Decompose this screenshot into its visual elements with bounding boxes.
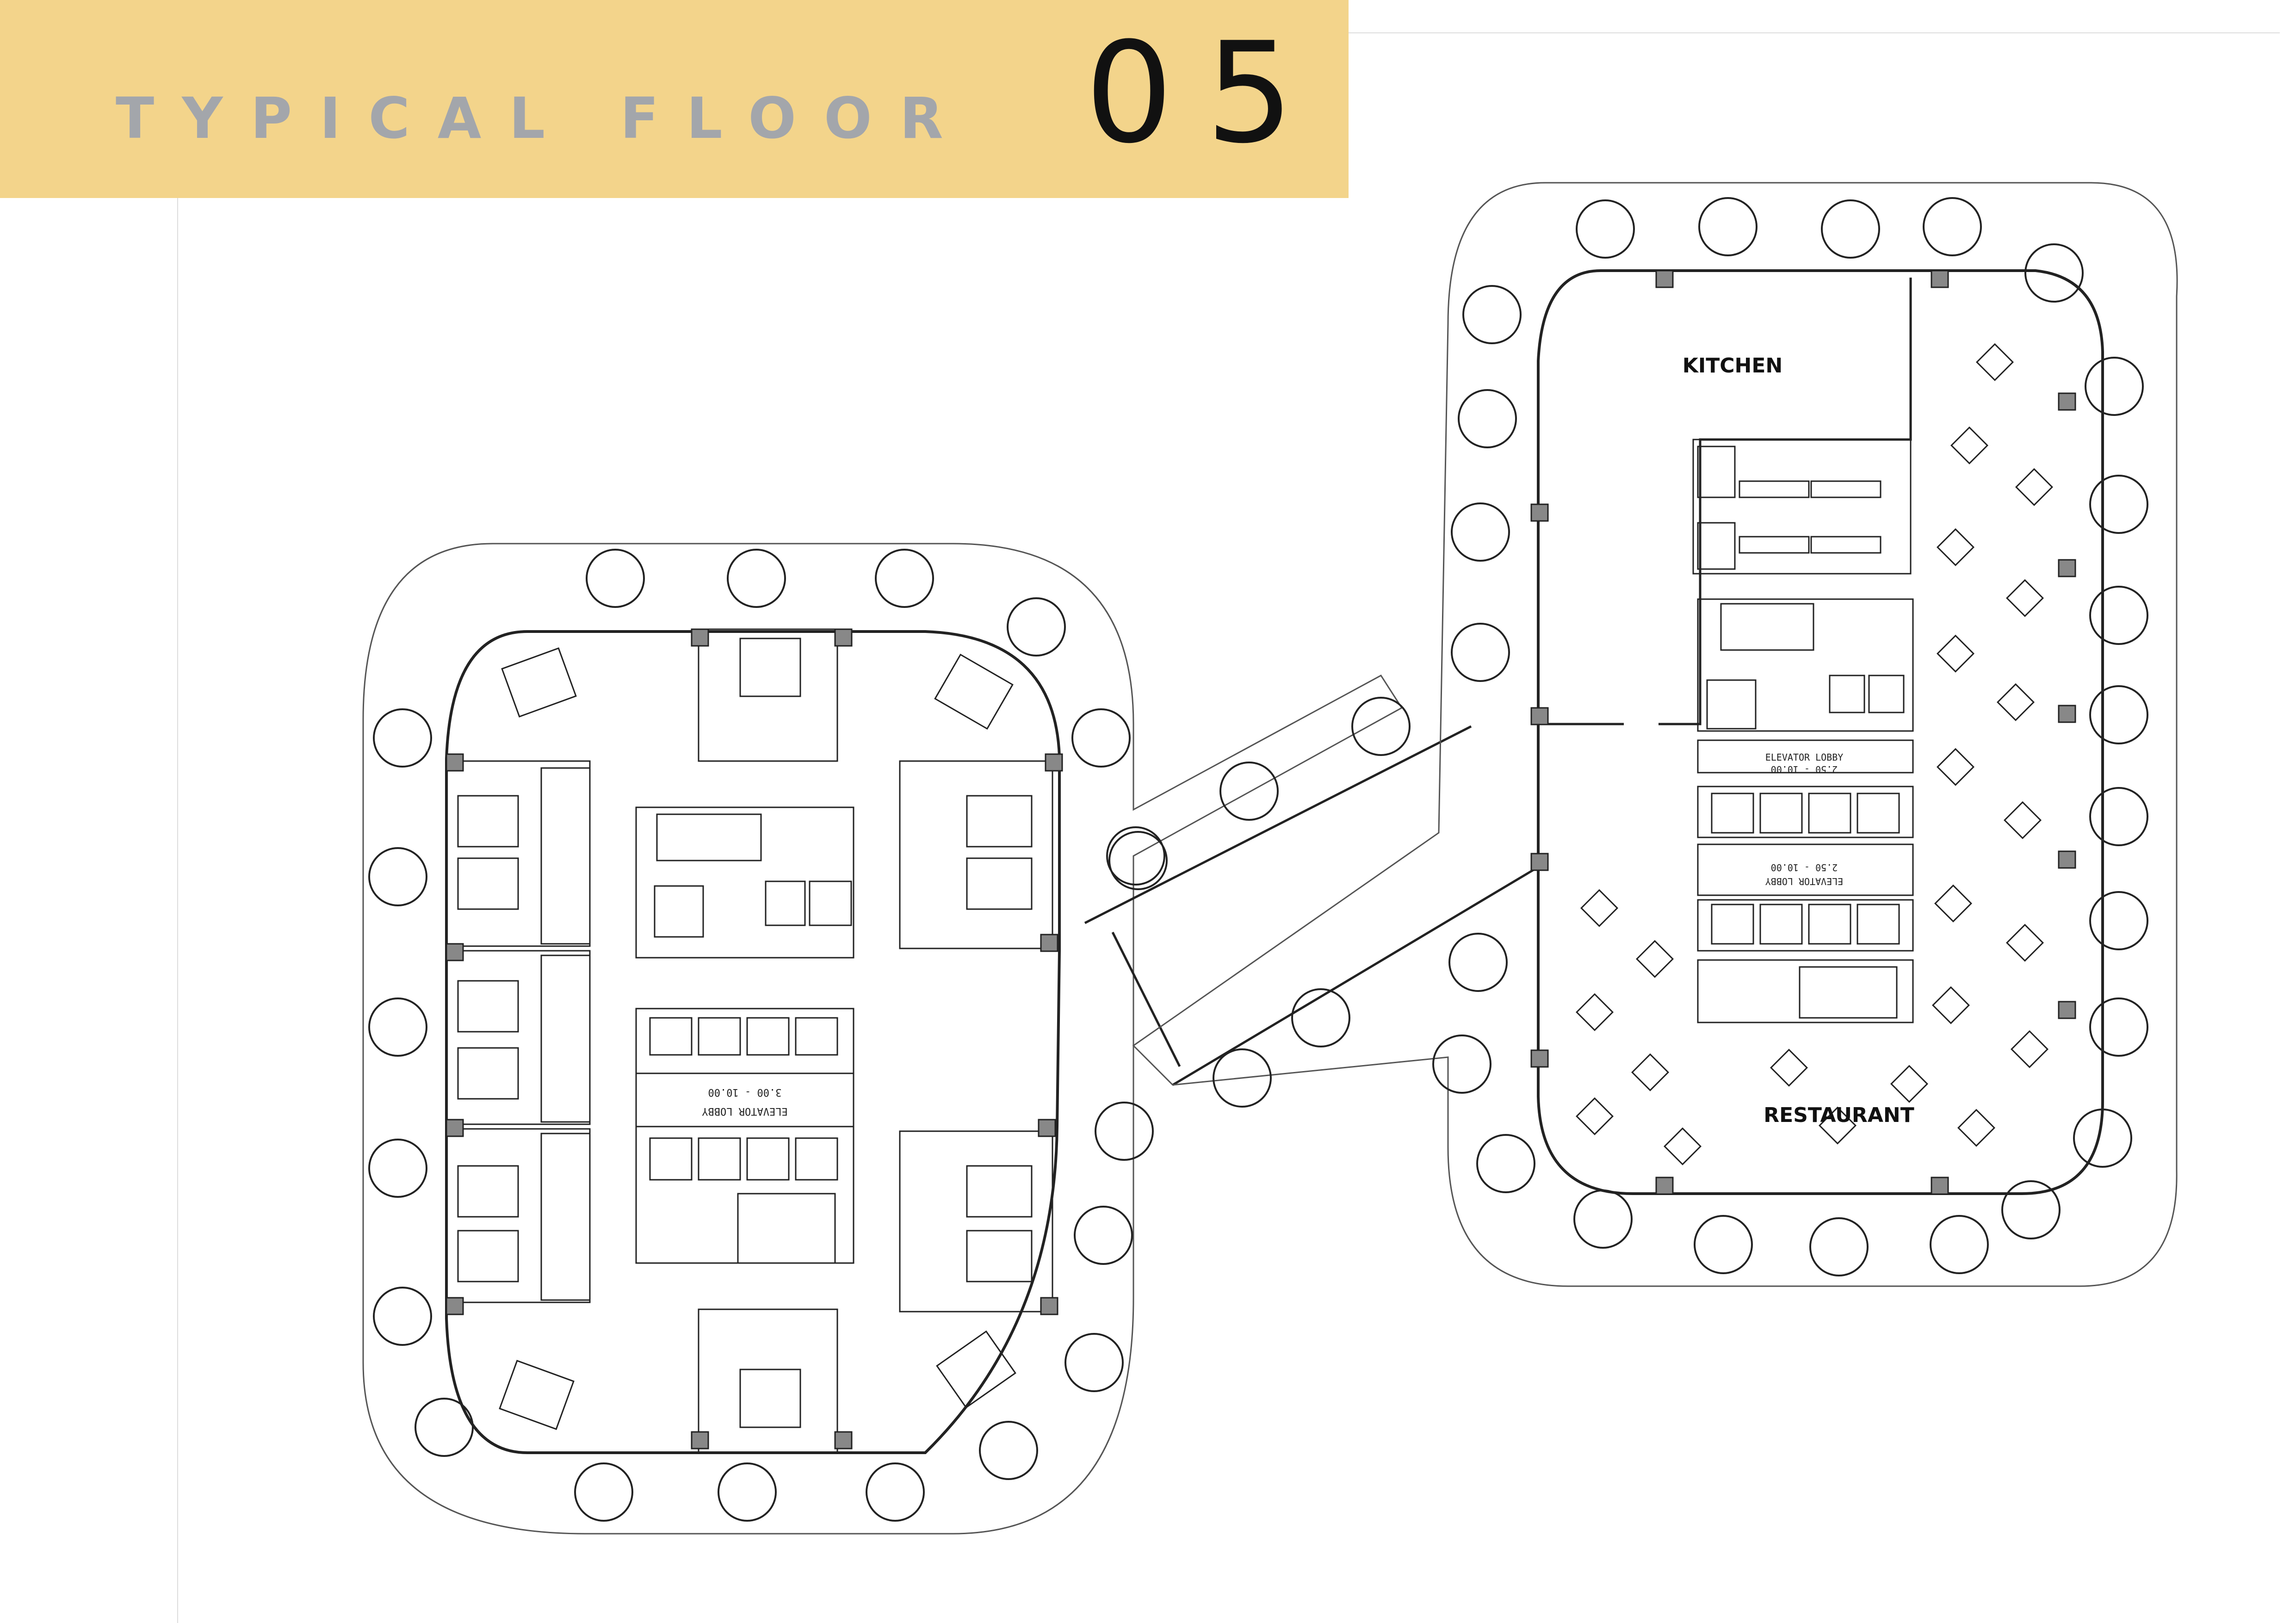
restaurant-tables <box>1575 343 2054 1165</box>
left-guestrooms-west <box>446 760 591 1303</box>
frame-line-left <box>177 32 178 1623</box>
left-guestrooms-north-south <box>499 628 1016 1454</box>
kitchen-label: KITCHEN <box>1683 354 1782 378</box>
left-lobby-level: 3.00 - 10.00 <box>708 1086 782 1098</box>
left-terrace-planters <box>368 549 1165 1522</box>
right-lobby-bottom-label: ELEVATOR LOBBY <box>1765 876 1844 887</box>
left-guestrooms-east <box>899 760 1053 1313</box>
left-lobby-label: ELEVATOR LOBBY <box>702 1105 787 1117</box>
right-lobby-bottom-level: 2.50 - 10.00 <box>1771 862 1838 873</box>
right-lobby-top-label: ELEVATOR LOBBY <box>1765 752 1844 763</box>
left-facade <box>445 630 1061 1454</box>
restaurant-label: RESTAURANT <box>1764 1103 1914 1127</box>
left-central-core <box>635 806 854 1264</box>
right-columns <box>1530 270 2076 1195</box>
left-terrace-outline <box>362 543 1403 1535</box>
right-tower <box>1108 182 2178 1287</box>
right-terrace-planters <box>1108 197 2148 1276</box>
right-toilets <box>1692 439 1912 575</box>
right-core <box>1697 598 1914 1023</box>
left-columns <box>446 628 1063 1450</box>
right-facade <box>1537 269 2104 1195</box>
right-terrace-outline <box>1132 182 2178 1287</box>
bridge-connector <box>1084 725 1535 1086</box>
page-title: TYPICAL FLOOR <box>116 86 971 151</box>
right-lobby-top-level: 2.50 - 10.00 <box>1771 764 1838 775</box>
left-tower <box>362 543 1535 1535</box>
title-band <box>0 0 1349 198</box>
sheet-number: 05 <box>1085 12 1326 174</box>
kitchen-wall <box>1538 278 1912 725</box>
